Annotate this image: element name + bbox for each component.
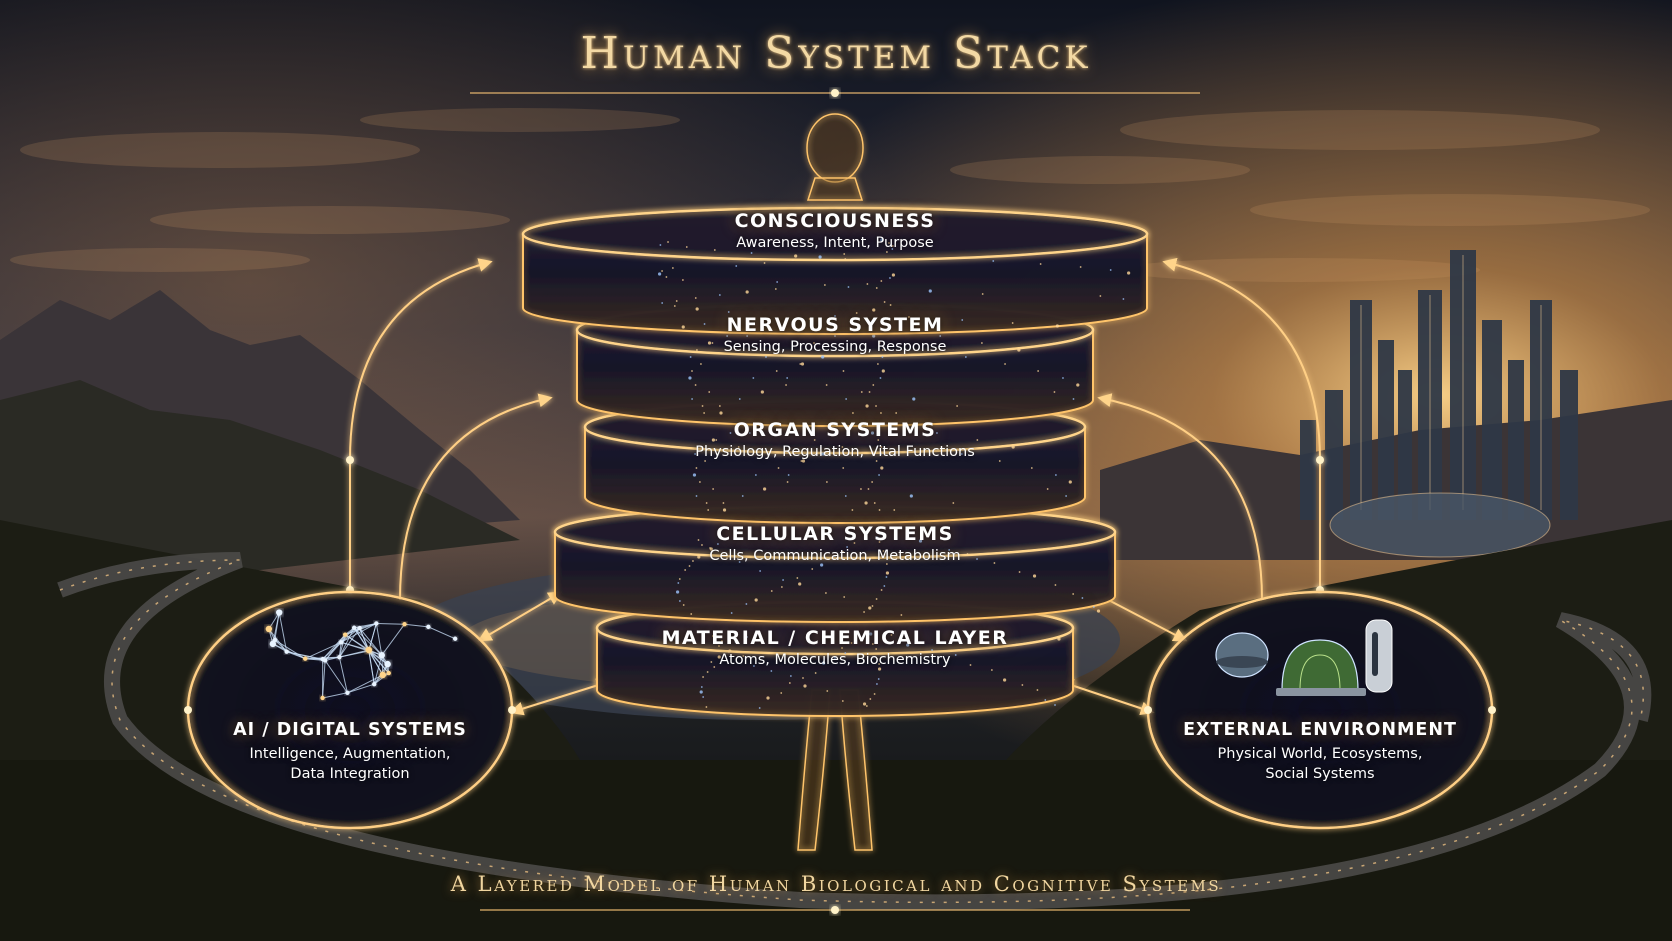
side-node-description-line-2: Social Systems (1265, 766, 1375, 782)
diagram-subtitle: A Layered Model of Human Biological and … (450, 872, 1222, 896)
layer-organ-systems: ORGAN SYSTEMS Physiology, Regulation, Vi… (615, 419, 1055, 460)
layer-material-chemical: MATERIAL / CHEMICAL LAYER Atoms, Molecul… (615, 627, 1055, 668)
layer-consciousness: CONSCIOUSNESS Awareness, Intent, Purpose (635, 210, 1035, 251)
diagram-title: Human System Stack (580, 28, 1092, 79)
layer-description: Physiology, Regulation, Vital Functions (695, 444, 975, 460)
side-node-name: EXTERNAL ENVIRONMENT (1183, 720, 1457, 740)
external-environment-node (1144, 590, 1496, 830)
neural-network-icon (265, 609, 458, 701)
layer-description: Atoms, Molecules, Biochemistry (719, 652, 951, 668)
ai-digital-systems-node (184, 590, 516, 830)
layer-name: MATERIAL / CHEMICAL LAYER (661, 627, 1009, 649)
external-environment-label: EXTERNAL ENVIRONMENT Physical World, Eco… (1160, 720, 1480, 784)
layer-cellular-systems: CELLULAR SYSTEMS Cells, Communication, M… (635, 523, 1035, 564)
connector-arrows (349, 257, 1321, 716)
layer-name: ORGAN SYSTEMS (733, 419, 937, 441)
layer-description: Sensing, Processing, Response (723, 339, 947, 355)
layer-stack (521, 206, 1149, 717)
side-node-name: AI / DIGITAL SYSTEMS (233, 720, 467, 740)
layer-name: CELLULAR SYSTEMS (716, 523, 954, 545)
ring-consciousness (521, 206, 1149, 335)
layer-name: NERVOUS SYSTEM (726, 314, 944, 336)
side-node-description-line-2: Data Integration (290, 766, 410, 782)
ai-digital-systems-label: AI / DIGITAL SYSTEMS Intelligence, Augme… (200, 720, 500, 784)
biodome-habitat-icon (1215, 619, 1393, 696)
layer-name: CONSCIOUSNESS (734, 210, 936, 232)
layer-description: Awareness, Intent, Purpose (736, 235, 934, 251)
side-node-description-line-1: Intelligence, Augmentation, (249, 746, 451, 762)
layer-nervous-system: NERVOUS SYSTEM Sensing, Processing, Resp… (635, 314, 1035, 355)
human-figure (797, 113, 873, 851)
side-node-description-line-1: Physical World, Ecosystems, (1217, 746, 1423, 762)
layer-description: Cells, Communication, Metabolism (709, 548, 961, 564)
